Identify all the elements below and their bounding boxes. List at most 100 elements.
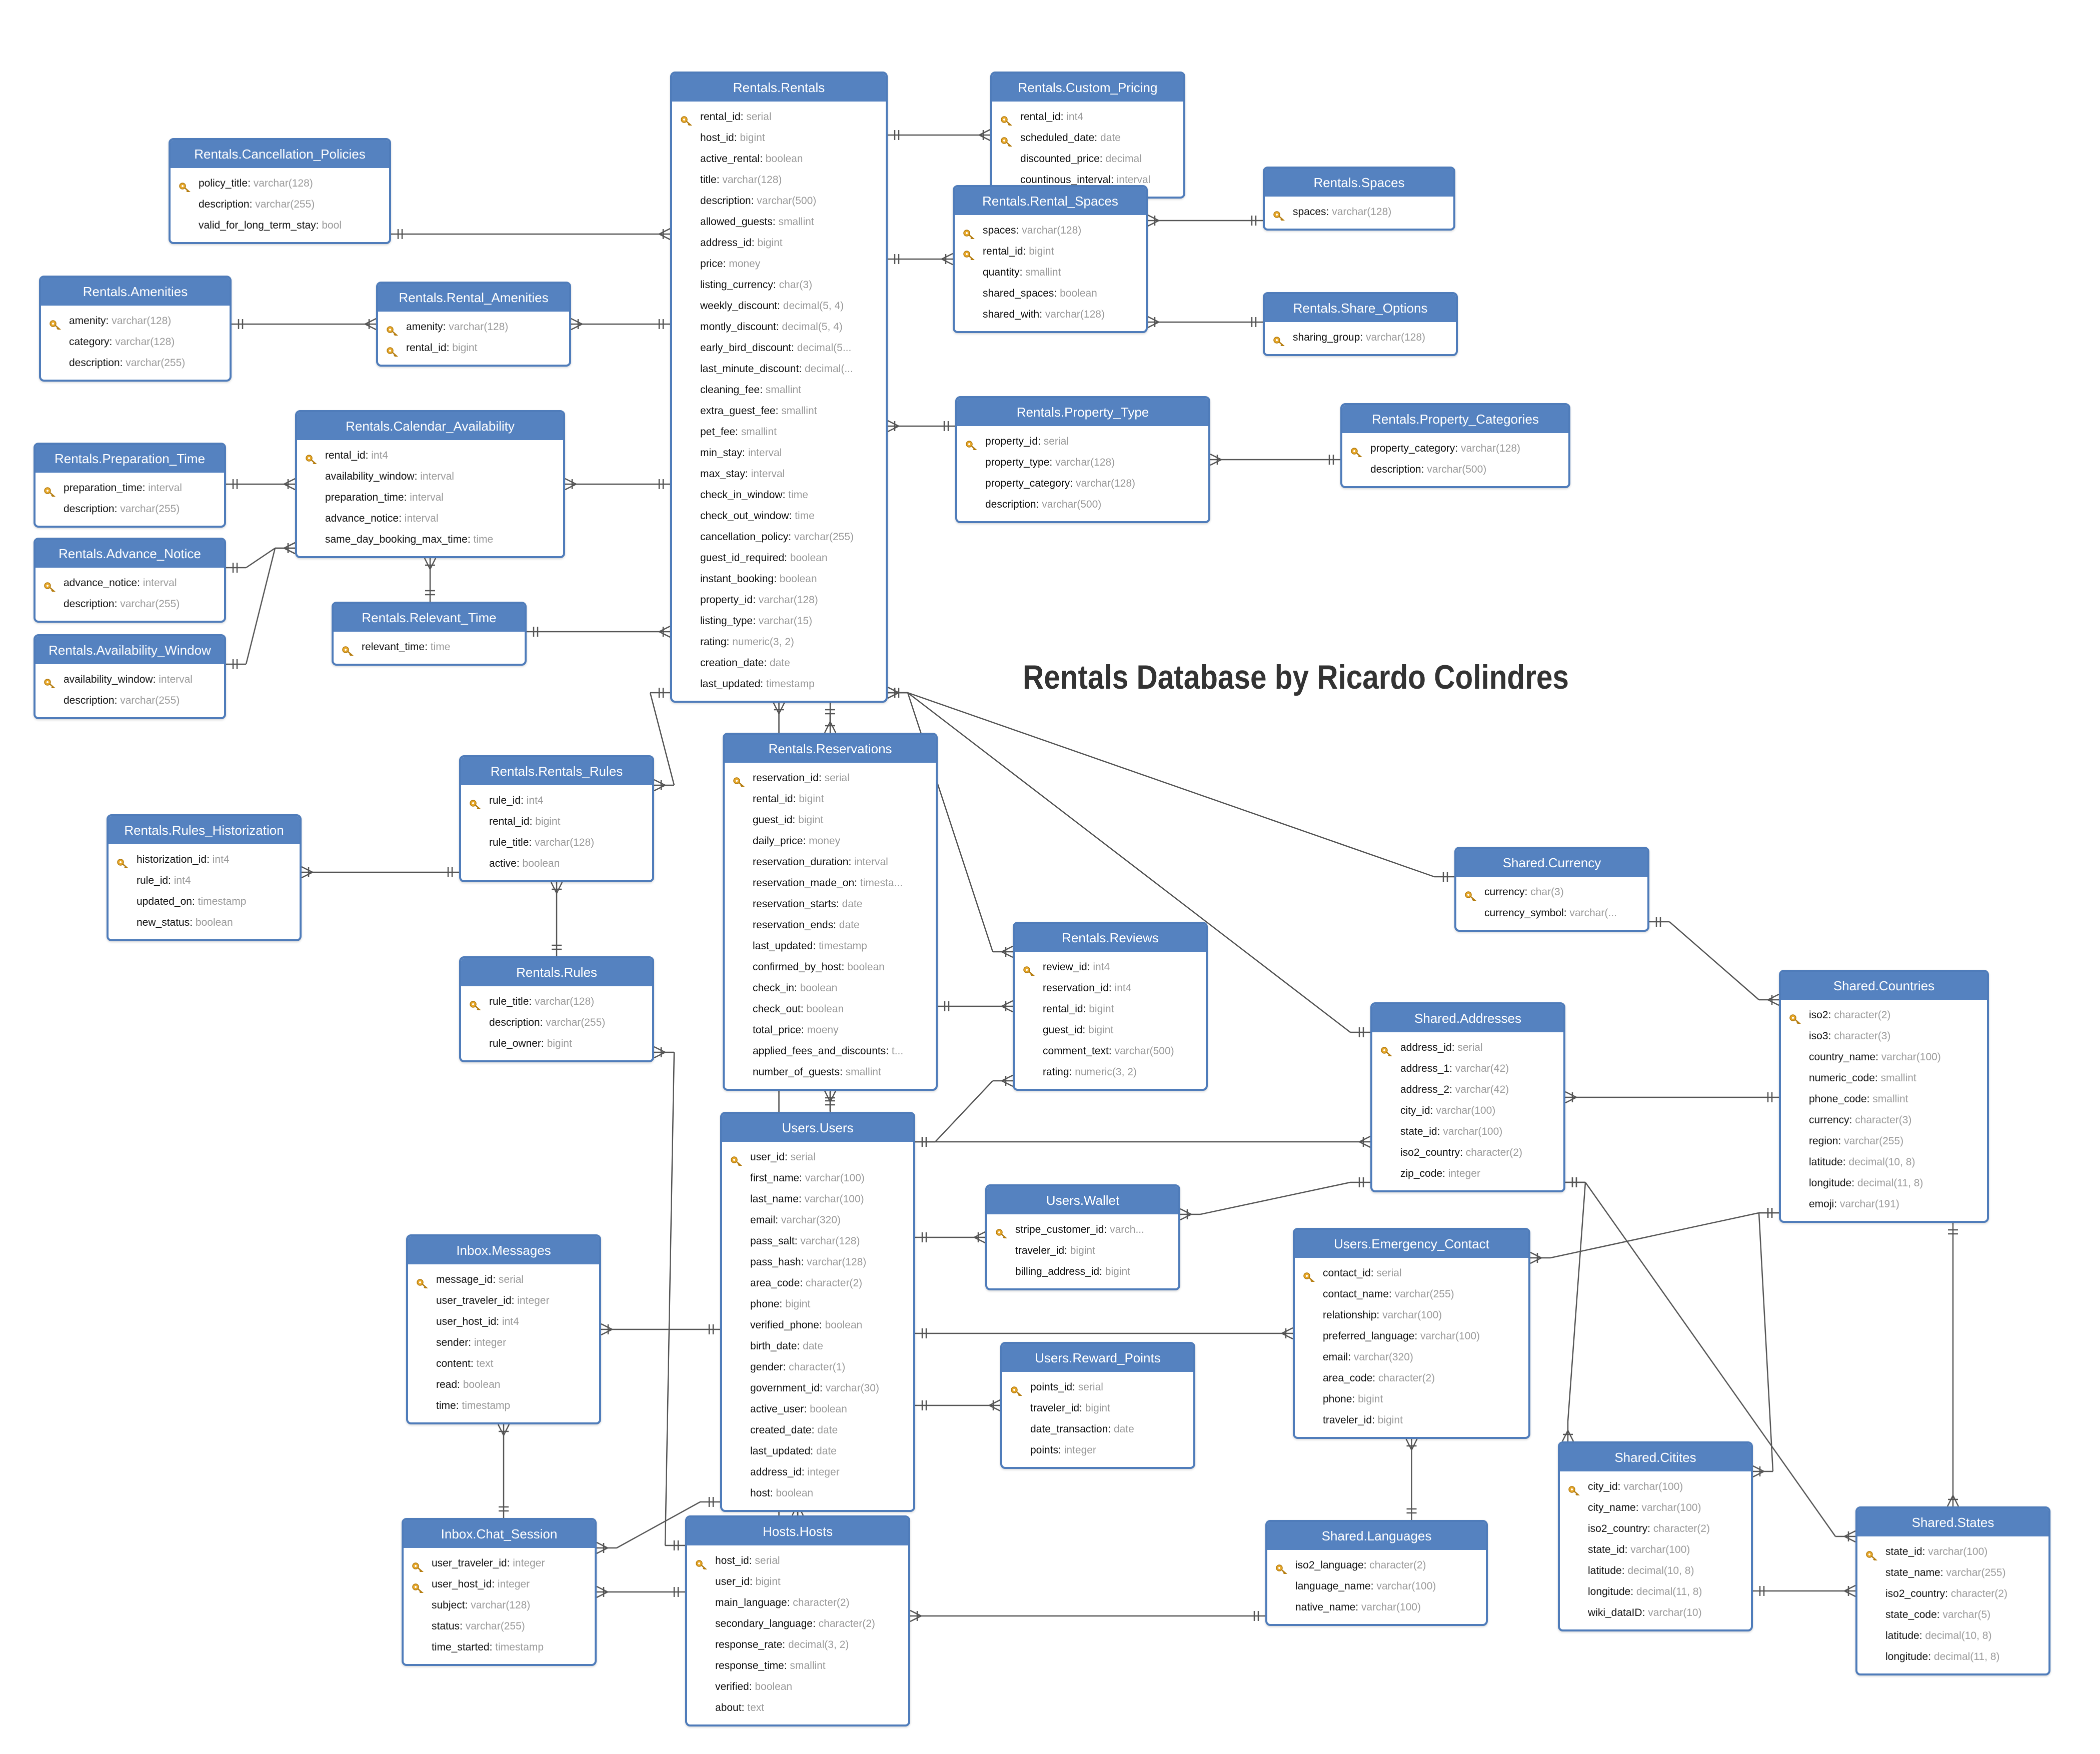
column-row[interactable]: rental_id: int4 bbox=[992, 107, 1183, 128]
column-row[interactable]: rule_id: int4 bbox=[461, 790, 652, 811]
table-header[interactable]: Rentals.Reservations bbox=[725, 735, 936, 763]
column-row[interactable]: state_code: varchar(5) bbox=[1857, 1604, 2048, 1625]
column-row[interactable]: rental_id: int4 bbox=[297, 445, 563, 466]
column-row[interactable]: area_code: character(2) bbox=[1295, 1368, 1528, 1389]
column-row[interactable]: check_in: boolean bbox=[725, 978, 936, 999]
table-header[interactable]: Users.Emergency_Contact bbox=[1295, 1230, 1528, 1258]
table-header[interactable]: Inbox.Messages bbox=[408, 1236, 599, 1264]
table-header[interactable]: Rentals.Rentals_Rules bbox=[461, 757, 652, 785]
table-header[interactable]: Rentals.Share_Options bbox=[1265, 294, 1456, 322]
column-row[interactable]: host: boolean bbox=[722, 1483, 913, 1504]
column-row[interactable]: review_id: int4 bbox=[1015, 957, 1206, 978]
column-row[interactable]: sharing_group: varchar(128) bbox=[1265, 327, 1456, 348]
column-row[interactable]: max_stay: interval bbox=[672, 464, 886, 485]
column-row[interactable]: amenity: varchar(128) bbox=[41, 311, 230, 332]
column-row[interactable]: pass_hash: varchar(128) bbox=[722, 1252, 913, 1273]
column-row[interactable]: rule_title: varchar(128) bbox=[461, 991, 652, 1012]
column-row[interactable]: state_id: varchar(100) bbox=[1857, 1541, 2048, 1562]
table-header[interactable]: Shared.Addresses bbox=[1372, 1004, 1563, 1032]
column-row[interactable]: host_id: serial bbox=[687, 1550, 908, 1571]
column-row[interactable]: description: varchar(255) bbox=[36, 690, 224, 711]
column-row[interactable]: title: varchar(128) bbox=[672, 170, 886, 191]
column-row[interactable]: latitude: decimal(10, 8) bbox=[1560, 1560, 1751, 1581]
column-row[interactable]: shared_spaces: boolean bbox=[955, 283, 1146, 304]
table-header[interactable]: Rentals.Property_Categories bbox=[1342, 405, 1568, 433]
column-row[interactable]: rental_id: bigint bbox=[955, 241, 1146, 262]
column-row[interactable]: currency: character(3) bbox=[1781, 1110, 1987, 1131]
table-rentals-reservations[interactable]: Rentals.Reservations reservation_id: seri… bbox=[723, 733, 938, 1091]
column-row[interactable]: verified: boolean bbox=[687, 1676, 908, 1697]
column-row[interactable]: applied_fees_and_discounts: t... bbox=[725, 1041, 936, 1062]
column-row[interactable]: rule_owner: bigint bbox=[461, 1033, 652, 1054]
table-header[interactable]: Shared.Languages bbox=[1267, 1522, 1486, 1550]
column-row[interactable]: last_updated: timestamp bbox=[725, 936, 936, 957]
column-row[interactable]: instant_booking: boolean bbox=[672, 569, 886, 590]
column-row[interactable]: created_date: date bbox=[722, 1420, 913, 1441]
table-header[interactable]: Users.Wallet bbox=[987, 1186, 1178, 1214]
column-row[interactable]: advance_notice: interval bbox=[297, 508, 563, 529]
column-row[interactable]: iso2_country: character(2) bbox=[1372, 1142, 1563, 1163]
column-row[interactable]: rule_title: varchar(128) bbox=[461, 832, 652, 853]
column-row[interactable]: message_id: serial bbox=[408, 1269, 599, 1290]
column-row[interactable]: description: varchar(255) bbox=[461, 1012, 652, 1033]
column-row[interactable]: price: money bbox=[672, 254, 886, 275]
column-row[interactable]: latitude: decimal(10, 8) bbox=[1781, 1152, 1987, 1173]
column-row[interactable]: stripe_customer_id: varch... bbox=[987, 1219, 1178, 1240]
column-row[interactable]: reservation_made_on: timesta... bbox=[725, 873, 936, 894]
column-row[interactable]: same_day_booking_max_time: time bbox=[297, 529, 563, 550]
column-row[interactable]: rating: numeric(3, 2) bbox=[672, 632, 886, 653]
column-row[interactable]: government_id: varchar(30) bbox=[722, 1378, 913, 1399]
table-header[interactable]: Rentals.Rules bbox=[461, 958, 652, 986]
column-row[interactable]: state_id: varchar(100) bbox=[1560, 1539, 1751, 1560]
column-row[interactable]: contact_id: serial bbox=[1295, 1263, 1528, 1284]
column-row[interactable]: rental_id: bigint bbox=[725, 789, 936, 810]
column-row[interactable]: user_id: serial bbox=[722, 1147, 913, 1168]
table-rentals-rules[interactable]: Rentals.Rules rule_title: varchar(128)des… bbox=[459, 956, 654, 1062]
table-users-wallet[interactable]: Users.Wallet stripe_customer_id: varch...… bbox=[985, 1184, 1180, 1290]
column-row[interactable]: extra_guest_fee: smallint bbox=[672, 401, 886, 422]
table-header[interactable]: Rentals.Preparation_Time bbox=[36, 445, 224, 473]
column-row[interactable]: rental_id: bigint bbox=[378, 338, 569, 359]
column-row[interactable]: creation_date: date bbox=[672, 653, 886, 674]
column-row[interactable]: shared_with: varchar(128) bbox=[955, 304, 1146, 325]
table-header[interactable]: Shared.States bbox=[1857, 1508, 2048, 1536]
column-row[interactable]: rule_id: int4 bbox=[109, 870, 300, 891]
column-row[interactable]: secondary_language: character(2) bbox=[687, 1613, 908, 1634]
column-row[interactable]: last_minute_discount: decimal(... bbox=[672, 359, 886, 380]
table-shared-states[interactable]: Shared.States state_id: varchar(100) state… bbox=[1855, 1506, 2050, 1675]
table-header[interactable]: Rentals.Cancellation_Policies bbox=[171, 140, 389, 168]
column-row[interactable]: last_updated: date bbox=[722, 1441, 913, 1462]
column-row[interactable]: numeric_code: smallint bbox=[1781, 1068, 1987, 1089]
column-row[interactable]: reservation_id: int4 bbox=[1015, 978, 1206, 999]
column-row[interactable]: host_id: bigint bbox=[672, 128, 886, 149]
table-header[interactable]: Rentals.Custom_Pricing bbox=[992, 74, 1183, 102]
column-row[interactable]: email: varchar(320) bbox=[722, 1210, 913, 1231]
column-row[interactable]: region: varchar(255) bbox=[1781, 1131, 1987, 1152]
column-row[interactable]: traveler_id: bigint bbox=[987, 1240, 1178, 1261]
column-row[interactable]: allowed_guests: smallint bbox=[672, 212, 886, 233]
column-row[interactable]: address_id: integer bbox=[722, 1462, 913, 1483]
column-row[interactable]: cleaning_fee: smallint bbox=[672, 380, 886, 401]
table-header[interactable]: Rentals.Availability_Window bbox=[36, 636, 224, 664]
column-row[interactable]: reservation_id: serial bbox=[725, 768, 936, 789]
column-row[interactable]: discounted_price: decimal bbox=[992, 149, 1183, 170]
column-row[interactable]: preferred_language: varchar(100) bbox=[1295, 1326, 1528, 1347]
table-header[interactable]: Rentals.Advance_Notice bbox=[36, 540, 224, 568]
column-row[interactable]: last_name: varchar(100) bbox=[722, 1189, 913, 1210]
